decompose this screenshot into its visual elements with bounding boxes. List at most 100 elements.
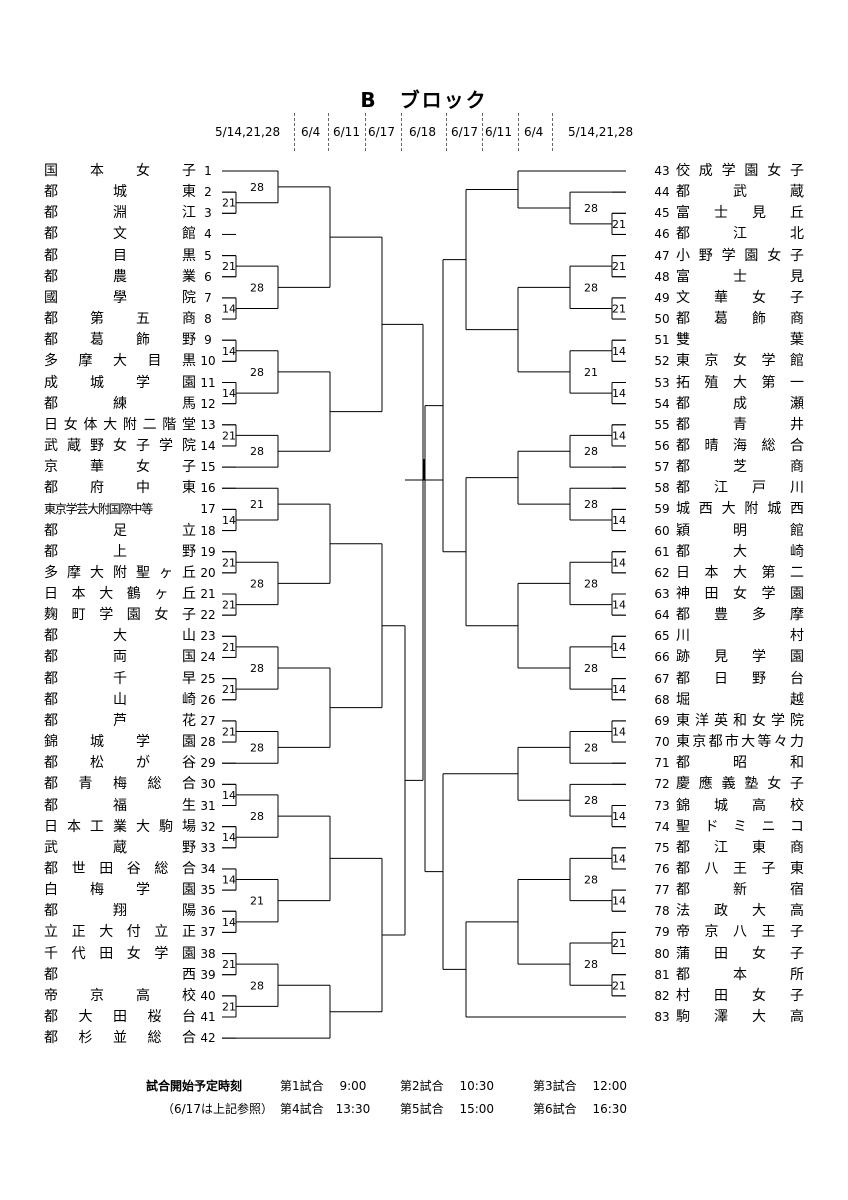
team-name: 都練馬 bbox=[44, 395, 196, 412]
team-name: 都松が谷 bbox=[44, 755, 196, 772]
team-name: 多摩大目黒 bbox=[44, 353, 196, 370]
team-name: 日本工業大駒場 bbox=[44, 818, 196, 835]
team-seed-number: 34 bbox=[200, 861, 216, 876]
team-seed-number: 28 bbox=[200, 735, 216, 750]
team-name: 蒲田女子 bbox=[676, 945, 804, 962]
match-label: 21 bbox=[222, 260, 236, 273]
team-seed-number: 5 bbox=[204, 248, 212, 263]
date-right-r2: 6/4 bbox=[524, 125, 544, 139]
team-name: 都八王子東 bbox=[676, 860, 804, 877]
team-seed-number: 65 bbox=[654, 629, 670, 644]
team-name: 都西 bbox=[44, 966, 196, 983]
team-seed-number: 32 bbox=[200, 819, 216, 834]
match-label: 21 bbox=[250, 498, 264, 511]
date-divider bbox=[552, 113, 553, 151]
team-seed-number: 7 bbox=[204, 290, 212, 305]
team-seed-number: 33 bbox=[200, 840, 216, 855]
match3-time: 第3試合 12:00 bbox=[533, 1079, 628, 1093]
team-seed-number: 40 bbox=[200, 988, 216, 1003]
team-name: 都昭和 bbox=[676, 755, 804, 772]
team-seed-number: 10 bbox=[200, 354, 216, 369]
team-name: 都葛飾商 bbox=[676, 311, 804, 328]
date-final: 6/18 bbox=[409, 125, 436, 139]
match-label: 14 bbox=[612, 725, 626, 738]
match-label: 21 bbox=[222, 641, 236, 654]
team-seed-number: 53 bbox=[654, 375, 670, 390]
team-name: 都芦花 bbox=[44, 712, 196, 729]
match-label: 14 bbox=[612, 852, 626, 865]
team-seed-number: 68 bbox=[654, 692, 670, 707]
team-seed-number: 57 bbox=[654, 460, 670, 475]
team-name: 都山崎 bbox=[44, 691, 196, 708]
schedule-note: （6/17は上記参照） bbox=[162, 1102, 273, 1116]
match-label: 28 bbox=[250, 979, 264, 992]
team-name: 都千早 bbox=[44, 670, 196, 687]
team-seed-number: 29 bbox=[200, 756, 216, 771]
team-seed-number: 64 bbox=[654, 608, 670, 623]
match-label: 28 bbox=[250, 181, 264, 194]
team-seed-number: 25 bbox=[200, 671, 216, 686]
match-label: 14 bbox=[612, 514, 626, 527]
date-left-r2: 6/4 bbox=[301, 125, 321, 139]
date-divider bbox=[482, 113, 483, 151]
team-seed-number: 73 bbox=[654, 798, 670, 813]
date-left-r4: 6/17 bbox=[368, 125, 395, 139]
match-label: 21 bbox=[222, 197, 236, 210]
team-seed-number: 37 bbox=[200, 925, 216, 940]
team-seed-number: 48 bbox=[654, 269, 670, 284]
match-label: 14 bbox=[612, 683, 626, 696]
team-seed-number: 35 bbox=[200, 883, 216, 898]
match-label: 14 bbox=[222, 789, 236, 802]
match-label: 14 bbox=[222, 916, 236, 929]
team-seed-number: 81 bbox=[654, 967, 670, 982]
team-name: 錦城高校 bbox=[676, 797, 804, 814]
match-label: 14 bbox=[612, 641, 626, 654]
team-name: 都新宿 bbox=[676, 882, 804, 899]
team-seed-number: 61 bbox=[654, 544, 670, 559]
match-label: 28 bbox=[584, 662, 598, 675]
match-label: 14 bbox=[222, 514, 236, 527]
team-name: 都日野台 bbox=[676, 670, 804, 687]
team-seed-number: 30 bbox=[200, 777, 216, 792]
team-seed-number: 44 bbox=[654, 185, 670, 200]
match-label: 28 bbox=[584, 577, 598, 590]
team-name: 富士見丘 bbox=[676, 205, 804, 222]
team-name: 城西大附城西 bbox=[676, 501, 804, 518]
team-name: 都大崎 bbox=[676, 543, 804, 560]
team-name: 跡見学園 bbox=[676, 649, 804, 666]
team-seed-number: 3 bbox=[204, 206, 212, 221]
match5-time: 第5試合 15:00 bbox=[400, 1102, 495, 1116]
team-seed-number: 9 bbox=[204, 333, 212, 348]
team-name: 都青梅総合 bbox=[44, 776, 196, 793]
team-name: 都翔陽 bbox=[44, 903, 196, 920]
team-name: 千代田女学園 bbox=[44, 945, 196, 962]
match2-time: 第2試合 10:30 bbox=[400, 1079, 495, 1093]
match-label: 28 bbox=[584, 202, 598, 215]
match-label: 21 bbox=[612, 937, 626, 950]
team-name: 東洋英和女学院 bbox=[676, 712, 804, 729]
match-label: 21 bbox=[250, 895, 264, 908]
team-seed-number: 69 bbox=[654, 713, 670, 728]
team-seed-number: 79 bbox=[654, 925, 670, 940]
match-label: 21 bbox=[612, 218, 626, 231]
date-divider bbox=[401, 113, 402, 151]
match-label: 14 bbox=[612, 599, 626, 612]
match-label: 21 bbox=[584, 366, 598, 379]
date-divider bbox=[328, 113, 329, 151]
team-seed-number: 13 bbox=[200, 417, 216, 432]
team-name: 都江戸川 bbox=[676, 480, 804, 497]
team-seed-number: 75 bbox=[654, 840, 670, 855]
team-name: 都成瀬 bbox=[676, 395, 804, 412]
match6-time: 第6試合 16:30 bbox=[533, 1102, 628, 1116]
match-label: 14 bbox=[222, 387, 236, 400]
team-name: 都晴海総合 bbox=[676, 437, 804, 454]
team-name: 都第五商 bbox=[44, 311, 196, 328]
team-name: 都世田谷総合 bbox=[44, 860, 196, 877]
team-seed-number: 14 bbox=[200, 438, 216, 453]
match4-time: 第4試合 13:30 bbox=[280, 1102, 371, 1116]
team-name: 京華女子 bbox=[44, 459, 196, 476]
team-seed-number: 15 bbox=[200, 460, 216, 475]
team-seed-number: 46 bbox=[654, 227, 670, 242]
team-name: 神田女学園 bbox=[676, 586, 804, 602]
match-label: 14 bbox=[222, 345, 236, 358]
